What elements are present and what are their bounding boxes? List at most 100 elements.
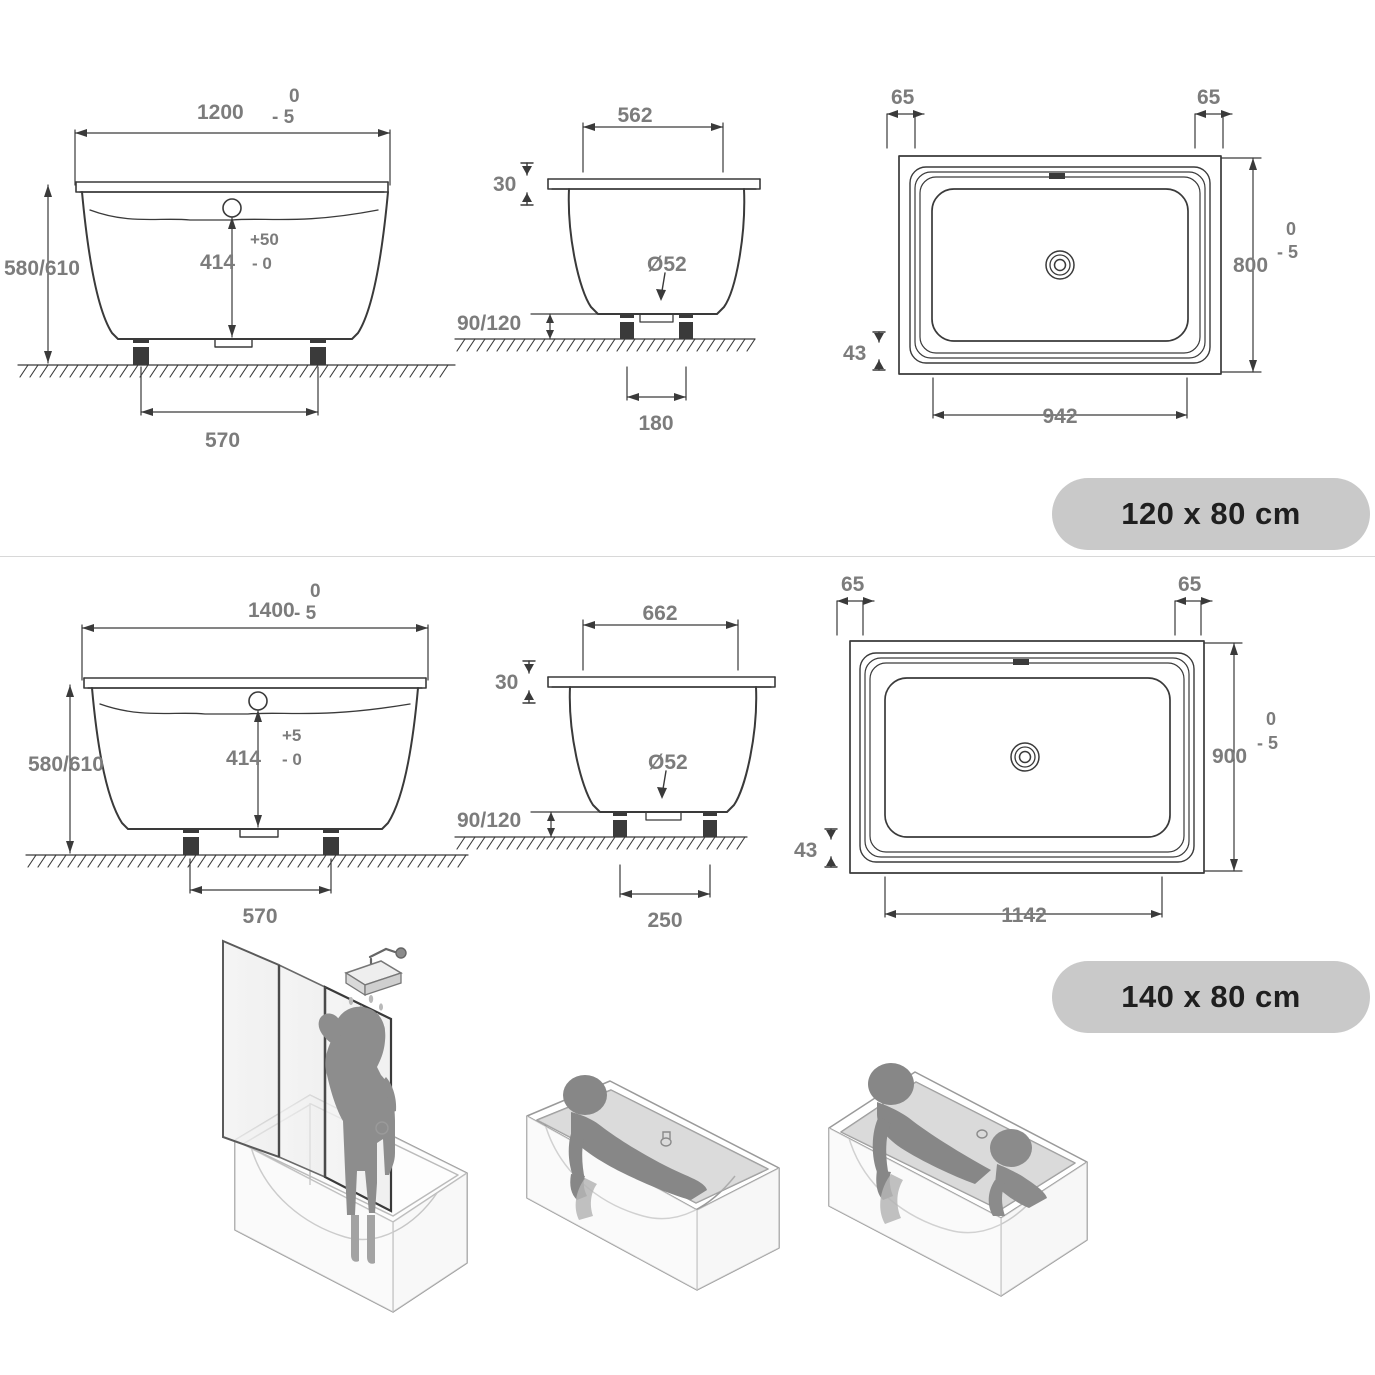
dim-tol-upper-900: 0 <box>1266 709 1276 729</box>
illus-single-bather <box>515 1068 795 1293</box>
bath-feet-front-140 <box>181 829 341 855</box>
drain-plan-140 <box>1010 742 1040 772</box>
size-badge-120x80-label: 120 x 80 cm <box>1121 496 1301 531</box>
dim-label-1142: 1142 <box>1001 904 1047 927</box>
dim-tol-lower-900: - 5 <box>1257 733 1278 753</box>
shower-head-plate <box>344 960 403 997</box>
rim-step-3-140 <box>869 662 1185 853</box>
rim-step-1 <box>909 166 1211 364</box>
dim-65-right <box>1194 113 1233 149</box>
dim-label-562: 562 <box>617 104 652 127</box>
illus-shower <box>205 925 495 1315</box>
dim-label-d52: Ø52 <box>647 253 687 276</box>
dim-label-570-140: 570 <box>242 905 277 928</box>
dim-570-line <box>140 366 319 416</box>
overflow-notch-plan <box>1049 173 1065 179</box>
rim-step-2 <box>914 171 1206 359</box>
dim-800-line <box>1220 157 1262 373</box>
side-view-140: 662 30 Ø52 90/120 250 <box>454 575 835 945</box>
dim-label-414: 414 <box>200 251 235 274</box>
section-140x80: 1400 0 - 5 580/610 414 +5 - 0 570 <box>0 557 1375 1033</box>
illus-two-bathers <box>815 1058 1115 1297</box>
bath-body-front-140 <box>91 687 419 830</box>
section-120x80: 1200 0 - 5 580/610 414 +50 - 0 570 <box>0 0 1375 556</box>
dim-662-line <box>582 619 739 671</box>
dim-label-90-120: 90/120 <box>457 312 521 335</box>
dim-570-line-140 <box>189 858 332 894</box>
bath-rim-side-140 <box>547 676 776 688</box>
dim-label-65-left-140: 65 <box>841 573 865 596</box>
person-silhouette-b <box>988 1129 1047 1216</box>
person-legs <box>351 1215 375 1264</box>
dim-label-180: 180 <box>638 412 673 435</box>
bath-basin-plan-140 <box>884 677 1171 838</box>
overflow-notch-plan-140 <box>1013 659 1029 665</box>
floor-hatch-side <box>456 338 756 352</box>
front-view-140: 1400 0 - 5 580/610 414 +5 - 0 570 <box>0 575 470 945</box>
dim-label-65-right: 65 <box>1197 86 1221 109</box>
floor-hatch-140 <box>27 854 467 868</box>
floor-hatch-lines <box>19 364 449 378</box>
top-view-140: 65 65 900 0 - 5 43 1142 <box>790 565 1300 945</box>
bath-feet-side <box>618 314 695 339</box>
waterline-front <box>89 209 379 221</box>
drain-plan <box>1045 250 1075 280</box>
dim-label-d52-140: Ø52 <box>648 751 688 774</box>
dim-label-250: 250 <box>647 909 682 932</box>
size-badge-120x80[interactable]: 120 x 80 cm <box>1052 478 1370 550</box>
arrow-left-1200 <box>75 129 87 137</box>
dim-label-1400: 1400 <box>248 599 295 622</box>
dim-label-30: 30 <box>493 173 516 196</box>
person-legs-a <box>880 1174 903 1224</box>
bath-rim-side <box>547 178 761 190</box>
dim-90-120-line <box>530 313 616 340</box>
drain-side-140 <box>645 811 682 821</box>
dim-label-414-140: 414 <box>226 747 261 770</box>
dim-label-570: 570 <box>205 429 240 452</box>
dim-label-900: 900 <box>1212 745 1247 768</box>
drain-front-140 <box>239 828 279 838</box>
dim-250-line <box>619 864 711 898</box>
dim-label-43-140: 43 <box>794 839 817 862</box>
bath-body-side <box>567 188 746 315</box>
dim-tol-upper-1400: 0 <box>310 581 321 602</box>
drain-front <box>214 338 253 348</box>
bath-outline-plan-140 <box>849 640 1205 874</box>
dim-65-right-140 <box>1174 600 1213 636</box>
bath-feet-side-140 <box>611 812 719 837</box>
dim-label-1200: 1200 <box>197 101 244 124</box>
dim-tol-lower-1200: - 5 <box>272 107 295 128</box>
dim-1200-line <box>74 129 391 186</box>
dim-tol-lower-414: - 0 <box>252 254 272 273</box>
dim-1400-line <box>81 624 429 681</box>
section-divider <box>0 556 1375 557</box>
dim-tol-upper-1200: 0 <box>289 86 300 107</box>
dim-label-30-140: 30 <box>495 671 518 694</box>
size-badge-140x80[interactable]: 140 x 80 cm <box>1052 961 1370 1033</box>
dim-label-90-120-140: 90/120 <box>457 809 521 832</box>
rim-step-1-140 <box>859 652 1195 863</box>
drain-mark-iso <box>375 1121 389 1135</box>
rim-step-2-140 <box>864 657 1190 858</box>
side-view-120: 562 30 Ø52 90/120 180 <box>454 75 835 445</box>
waterline-front-140 <box>99 703 411 715</box>
dim-900-line <box>1203 642 1243 872</box>
dim-label-580-610: 580/610 <box>4 257 80 280</box>
dim-label-662: 662 <box>642 602 677 625</box>
dim-tol-upper-414-140: +5 <box>282 726 301 745</box>
dim-tol-lower-1400: - 5 <box>294 603 317 624</box>
arrow-right-1200 <box>378 129 390 137</box>
drain-mark-single <box>660 1131 672 1147</box>
dim-label-580-610-140: 580/610 <box>28 753 104 776</box>
bath-body-front <box>81 191 389 340</box>
person-legs-reclining <box>575 1178 597 1220</box>
dim-tol-lower-800: - 5 <box>1277 242 1298 262</box>
dim-label-65-left: 65 <box>891 86 915 109</box>
dim-562-line <box>582 122 724 173</box>
top-view-120: 65 65 800 0 - 5 43 942 <box>825 70 1325 440</box>
bath-body-side-140 <box>568 686 758 813</box>
bath-feet-front <box>131 339 328 365</box>
dim-label-43: 43 <box>843 342 866 365</box>
overflow-hole <box>222 198 242 218</box>
rim-step-3 <box>919 176 1201 354</box>
